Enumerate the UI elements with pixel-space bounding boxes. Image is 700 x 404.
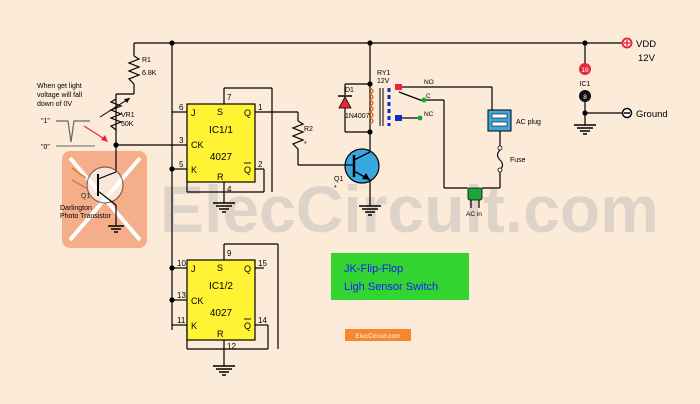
site-badge: ElecCircuit.com: [345, 329, 411, 341]
d1-name: D1: [345, 87, 354, 94]
ic-top-pin-k: K: [191, 165, 197, 175]
ic-top-pin-q: Q: [244, 108, 251, 118]
ic-bottom-pin-s: S: [217, 263, 223, 273]
vr1-name: VR1: [121, 112, 135, 119]
ic-top-num-s: 7: [227, 93, 232, 102]
light-note: When get light voltage will fall down of…: [37, 83, 108, 151]
ry1-value: 12V: [377, 78, 390, 85]
relay-c: C: [426, 93, 431, 100]
junctions: [113, 40, 588, 303]
ic-top-pin-s: S: [217, 107, 223, 117]
ic-top-pin-qbar: Q: [244, 165, 251, 175]
ground-symbols: [108, 124, 596, 376]
ic-bottom-name: IC1/2: [209, 281, 233, 292]
ic-bottom-pin-q: Q: [244, 264, 251, 274]
title-line2: Ligh Sensor Switch: [344, 281, 438, 293]
ic1-1-flipflop: IC1/1 4027 J CK K S R Q Q 7 6 3 5 4 1 2: [179, 93, 263, 194]
ic-top-num-k: 5: [179, 160, 184, 169]
ic-bottom-num-j: 10: [177, 259, 186, 268]
logic-high: "1": [41, 118, 50, 125]
note-line3: down of 0V: [37, 101, 72, 108]
transistor-q2: Q1 *: [334, 148, 380, 192]
vdd-voltage: 12V: [638, 53, 656, 64]
q2-value: *: [334, 185, 337, 192]
fuse-label: Fuse: [510, 157, 526, 164]
ac-plug: AC plug: [487, 109, 541, 132]
q1-desc2: Photo Transistor: [60, 213, 112, 220]
ic-top-num-j: 6: [179, 103, 184, 112]
note-line1: When get light: [37, 83, 82, 90]
ic-bottom-pin-j: J: [191, 264, 196, 274]
ac-in-plug: AC in: [466, 187, 483, 218]
vdd-label: VDD: [636, 39, 656, 50]
ic-bottom-pin-k: K: [191, 321, 197, 331]
q1-desc1: Darlington: [60, 205, 92, 212]
ic-top-num-q: 1: [258, 103, 263, 112]
ic-bottom-pin-r: R: [217, 329, 224, 339]
r2-resistor: R2 *: [291, 120, 313, 150]
ic-bottom-num-qbar: 14: [258, 316, 267, 325]
d1-value: 1N4007: [345, 113, 370, 120]
ry1-name: RY1: [377, 70, 391, 77]
ic-bottom-pin-qbar: Q: [244, 321, 251, 331]
ic-top-pin-j: J: [191, 108, 196, 118]
ic1-2-flipflop: IC1/2 4027 J CK K S R Q Q 9 10 13 11 12 …: [177, 249, 267, 351]
acin-label: AC in: [466, 211, 482, 218]
note-line2: voltage will fall: [37, 92, 83, 99]
watermark: ElecCircuit.com: [160, 172, 659, 246]
diode-d1: D1 1N4007: [338, 87, 370, 120]
title-line1: JK-Flip-Flop: [344, 263, 403, 275]
ic-bottom-num-s: 9: [227, 249, 232, 258]
ic-top-pin-r: R: [217, 172, 224, 182]
r1-resistor: R1 6.8K: [127, 55, 157, 85]
ic-top-pin-ck: CK: [191, 140, 204, 150]
vdd-terminal: VDD 12V: [621, 37, 656, 64]
ic1-pin16: 16: [581, 67, 589, 74]
fuse: Fuse: [496, 145, 526, 173]
ic-bottom-num-r: 12: [227, 342, 236, 351]
q2-name: Q1: [334, 176, 343, 183]
ic-top-num-qbar: 2: [258, 160, 263, 169]
relay-no: NO: [424, 79, 434, 86]
r2-value: *: [304, 141, 307, 148]
acplug-label: AC plug: [516, 119, 541, 126]
wires: [115, 42, 622, 366]
ic1-label: IC1: [580, 81, 591, 88]
badge-text: ElecCircuit.com: [355, 333, 400, 340]
ic-bottom-num-q: 15: [258, 259, 267, 268]
ic1-pin8: 8: [583, 94, 587, 101]
vr1-potentiometer: VR1 50K: [99, 93, 135, 131]
r1-value: 6.8K: [142, 70, 157, 77]
ic-bottom-num-k: 11: [177, 316, 186, 325]
ic-top-num-ck: 3: [179, 136, 184, 145]
ic-bottom-pin-ck: CK: [191, 296, 204, 306]
relay-nc: NC: [424, 111, 434, 118]
ground-label: Ground: [636, 109, 668, 120]
relay-ry1: RY1 12V NO C NC: [368, 70, 434, 126]
ic-bottom-part: 4027: [210, 308, 233, 319]
logic-low: "0": [41, 144, 50, 151]
ic-top-num-r: 4: [227, 185, 232, 194]
ic1-power: 16 IC1 8: [579, 63, 591, 102]
photo-transistor-q1: Q1 Darlington Photo Transistor: [60, 166, 124, 220]
ground-terminal: Ground: [621, 107, 668, 120]
q1-name: Q1: [81, 193, 90, 200]
ic-bottom-num-ck: 13: [177, 291, 186, 300]
ic-top-part: 4027: [210, 152, 233, 163]
ic-top-name: IC1/1: [209, 125, 233, 136]
vr1-value: 50K: [121, 121, 134, 128]
title-box: JK-Flip-Flop Ligh Sensor Switch: [331, 253, 469, 300]
r1-name: R1: [142, 57, 151, 64]
r2-name: R2: [304, 126, 313, 133]
